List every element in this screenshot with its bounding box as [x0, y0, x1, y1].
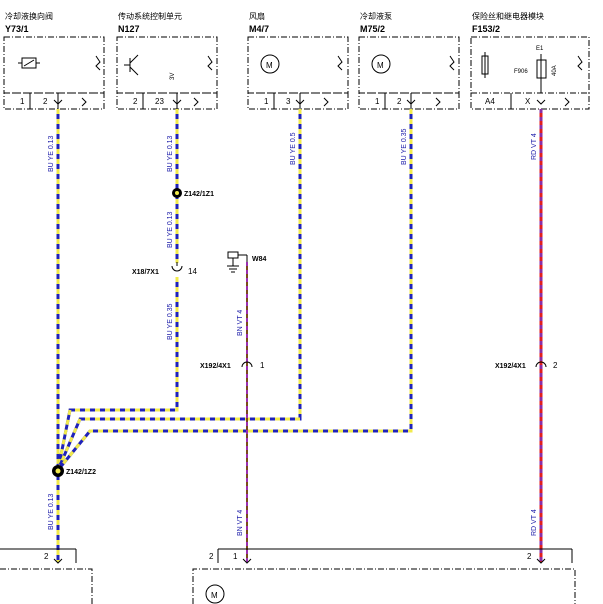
component-box [470, 36, 590, 94]
component-y73-1: 冷却液换向阀 Y73/1 1 2 [3, 11, 105, 110]
inner-label: 3V [170, 73, 176, 80]
splice-z142-1z1: Z142/1Z1 [172, 188, 214, 198]
component-f153-2: 保险丝和继电器模块 F153/2 E1 F906 40A A4 X [470, 11, 590, 110]
break-icon [337, 55, 343, 71]
break-icon [449, 55, 455, 71]
wire-label: BU YE 0.35 [401, 128, 408, 165]
component-m75-2: 冷却液泵 M75/2 M 1 2 [358, 11, 460, 110]
pin-label: 2 [133, 97, 138, 106]
transistor-icon [124, 54, 139, 76]
svg-text:1: 1 [260, 361, 265, 370]
component-code: M75/2 [360, 24, 385, 34]
component-box [358, 36, 460, 94]
component-box [3, 36, 105, 94]
wire-label: BU YE 0.13 [48, 135, 55, 172]
break-icon [577, 55, 583, 71]
pin-label: 23 [155, 97, 164, 106]
break-icon [95, 55, 101, 71]
motor-symbol: M [211, 591, 218, 600]
component-name: 保险丝和继电器模块 [472, 11, 544, 21]
component-name: 风扇 [249, 11, 265, 21]
fuse-rating: 40A [552, 65, 558, 76]
motor-icon [260, 54, 280, 74]
wire-label: RD VT 4 [531, 133, 538, 160]
wire-m47-bu-ye [56, 109, 302, 471]
connector-x18-7x1: X18/7X1 14 [132, 262, 197, 276]
motor-icon [371, 54, 391, 74]
wire-label: BU YE 0.13 [167, 211, 174, 248]
pin-label: 2 [209, 552, 214, 561]
pin-label: 2 [397, 97, 402, 106]
motor-symbol: M [266, 61, 273, 70]
wire-label: RD VT 4 [531, 509, 538, 536]
splice-z142-1z2: Z142/1Z2 [52, 465, 96, 477]
svg-text:Z142/1Z2: Z142/1Z2 [66, 469, 96, 476]
pin-label: 2 [44, 552, 49, 561]
pin-label: 2 [527, 552, 532, 561]
component-code: M4/7 [249, 24, 269, 34]
pin-label: 1 [20, 97, 25, 106]
svg-text:X192/4X1: X192/4X1 [495, 363, 526, 370]
wire-label: BN VT 4 [237, 510, 244, 536]
pin-label: 1 [233, 552, 238, 561]
connector-x192-4x1-right: X192/4X1 2 [495, 361, 558, 370]
pin-box [358, 92, 460, 110]
svg-text:2: 2 [553, 361, 558, 370]
motor-symbol: M [377, 61, 384, 70]
wire-label: BU YE 0.13 [48, 493, 55, 530]
pin-box [470, 92, 590, 110]
fuse-icon [536, 54, 547, 93]
pin-label: 2 [43, 97, 48, 106]
pin-label: 3 [286, 97, 291, 106]
pin-label: A4 [485, 97, 495, 106]
motor-icon [205, 584, 225, 604]
bottom-motor-component: 2 1 2 M [192, 548, 576, 604]
fuse-code: F906 [514, 69, 528, 75]
valve-icon [18, 57, 40, 69]
svg-text:X18/7X1: X18/7X1 [132, 269, 159, 276]
component-code: F153/2 [472, 24, 500, 34]
wire-label: BU YE 0.13 [167, 135, 174, 172]
wire-label: BN VT 4 [237, 310, 244, 336]
component-name: 传动系统控制单元 [118, 11, 182, 21]
pin-box [247, 92, 349, 110]
component-code: N127 [118, 24, 140, 34]
pin-label: 1 [375, 97, 380, 106]
pin-box [3, 92, 105, 110]
component-m4-7: 风扇 M4/7 M 1 3 [247, 11, 349, 110]
fuse-label: E1 [536, 46, 544, 52]
svg-text:14: 14 [188, 267, 197, 276]
pin-label: X [525, 97, 531, 106]
break-icon [207, 55, 213, 71]
wire-label: BU YE 0.35 [167, 303, 174, 340]
fuse-icon [481, 52, 489, 78]
component-name: 冷却液泵 [360, 11, 392, 21]
wire-m752-bu-ye [56, 109, 413, 471]
component-box [116, 36, 218, 94]
connector-x192-4x1-left: X192/4X1 1 [200, 361, 265, 370]
svg-text:Z142/1Z1: Z142/1Z1 [184, 191, 214, 198]
bottom-left-component: 2 [0, 548, 93, 604]
pin-box [116, 92, 218, 110]
pin-label: 1 [264, 97, 269, 106]
component-n127: 传动系统控制单元 N127 3V 2 23 [116, 11, 218, 110]
component-code: Y73/1 [5, 24, 29, 34]
svg-text:X192/4X1: X192/4X1 [200, 363, 231, 370]
ground-w84-icon: W84 [227, 251, 267, 273]
component-name: 冷却液换向阀 [5, 11, 53, 21]
svg-text:W84: W84 [252, 256, 267, 263]
wire-n127-bu-ye [56, 109, 179, 471]
component-box [247, 36, 349, 94]
wire-label: BU YE 0.5 [290, 132, 297, 165]
